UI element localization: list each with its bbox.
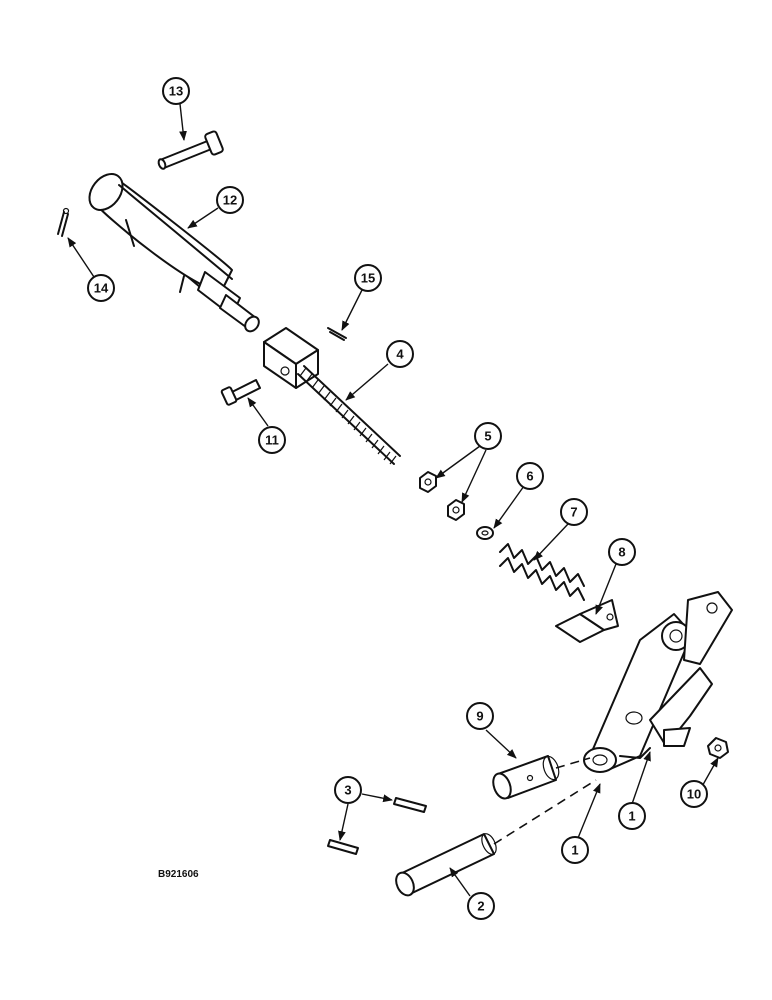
assembly-line bbox=[555, 757, 591, 769]
svg-text:13: 13 bbox=[169, 84, 183, 99]
threaded-rod-part bbox=[263, 327, 401, 465]
callout-11: 12 bbox=[216, 186, 244, 214]
svg-text:14: 14 bbox=[94, 281, 109, 296]
svg-text:8: 8 bbox=[618, 545, 625, 560]
leader-lines bbox=[67, 103, 719, 897]
callout-10: 10 bbox=[680, 780, 708, 808]
svg-text:11: 11 bbox=[265, 433, 279, 448]
callout-8: 8 bbox=[608, 538, 636, 566]
svg-text:2: 2 bbox=[477, 899, 484, 914]
callout-9: 9 bbox=[466, 702, 494, 730]
callout-3: 3 bbox=[334, 776, 362, 804]
roll-pin-part bbox=[327, 839, 359, 855]
bushing-part bbox=[492, 755, 560, 800]
nut-part bbox=[707, 737, 729, 759]
svg-text:3: 3 bbox=[344, 783, 351, 798]
svg-text:4: 4 bbox=[396, 347, 404, 362]
callout-15: 15 bbox=[354, 264, 382, 292]
pedal-arm-part bbox=[583, 591, 733, 773]
cotter-pin-part bbox=[57, 207, 70, 237]
callout-1: 1 bbox=[561, 836, 589, 864]
callout-1: 1 bbox=[618, 802, 646, 830]
washer-part bbox=[476, 526, 494, 540]
pivot-pin-part bbox=[395, 833, 497, 897]
bracket-part bbox=[555, 599, 619, 643]
callout-4: 4 bbox=[386, 340, 414, 368]
callout-14: 11 bbox=[258, 426, 286, 454]
svg-text:15: 15 bbox=[361, 271, 375, 286]
callout-12: 13 bbox=[162, 77, 190, 105]
bolt-part bbox=[220, 379, 261, 406]
svg-text:12: 12 bbox=[223, 193, 237, 208]
assembly-line bbox=[493, 779, 597, 845]
callout-7: 7 bbox=[560, 498, 588, 526]
svg-text:7: 7 bbox=[570, 505, 577, 520]
callout-2: 2 bbox=[467, 892, 495, 920]
svg-text:6: 6 bbox=[526, 469, 533, 484]
roll-pin-part bbox=[393, 797, 427, 813]
callout-13: 14 bbox=[87, 274, 115, 302]
callout-6: 6 bbox=[516, 462, 544, 490]
callout-5: 5 bbox=[474, 422, 502, 450]
svg-text:10: 10 bbox=[687, 787, 701, 802]
svg-text:9: 9 bbox=[476, 709, 483, 724]
drawing-code: B921606 bbox=[158, 869, 199, 880]
svg-text:1: 1 bbox=[628, 809, 635, 824]
svg-text:1: 1 bbox=[571, 843, 578, 858]
nut-part bbox=[447, 499, 465, 521]
spring-part bbox=[499, 543, 585, 601]
clevis-pin-part bbox=[157, 130, 224, 170]
nut-part bbox=[419, 471, 437, 493]
small-cotter-pin-part bbox=[327, 327, 347, 341]
svg-text:5: 5 bbox=[484, 429, 491, 444]
cylinder-part bbox=[88, 173, 260, 333]
